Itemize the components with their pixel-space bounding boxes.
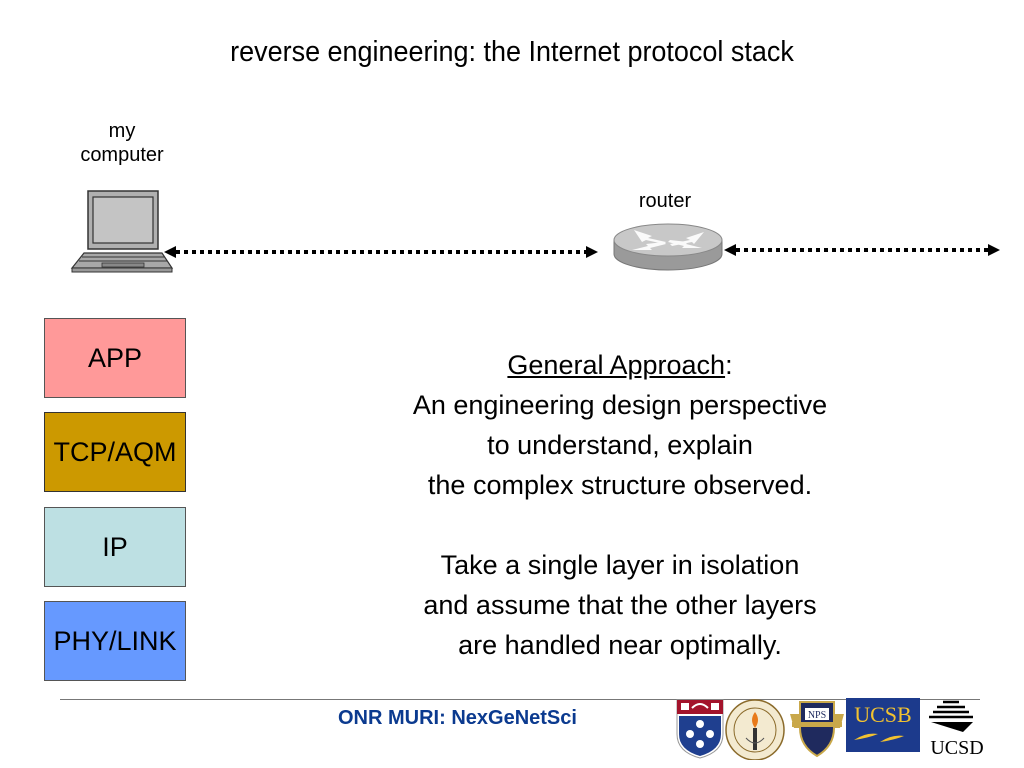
footer-text: ONR MURI: NexGeNetSci <box>338 707 577 729</box>
approach-line: to understand, explain <box>487 430 753 460</box>
computer-label: my computer <box>60 119 184 167</box>
arrowhead-left <box>724 244 736 256</box>
ucsd-logo-text: UCSD <box>930 737 983 759</box>
layer-app-label: APP <box>87 342 143 373</box>
link-router-network <box>724 244 1000 256</box>
layer-app: APP <box>44 318 186 398</box>
penn-logo-icon <box>676 699 724 759</box>
router-icon <box>613 223 723 271</box>
arrowhead-left <box>164 246 176 258</box>
approach-line: Take a single layer in isolation <box>440 550 800 580</box>
arrowhead-right <box>586 246 598 258</box>
footer-divider <box>60 699 980 700</box>
layer-tcp-aqm-label: TCP/AQM <box>53 436 177 467</box>
approach-heading-text: General Approach <box>507 350 726 380</box>
layer-phy-link: PHY/LINK <box>44 601 186 681</box>
nps-logo-text: NPS <box>808 710 826 721</box>
nps-logo-icon: NPS <box>790 701 844 758</box>
layer-phy-link-label: PHY/LINK <box>53 625 177 656</box>
ucsd-logo-icon: UCSD <box>929 700 984 759</box>
laptop-icon <box>70 190 174 273</box>
approach-heading: General Approach: <box>330 345 910 385</box>
router-label: router <box>638 190 692 212</box>
approach-heading-colon: : <box>725 350 733 380</box>
approach-text: General Approach: An engineering design … <box>330 345 910 665</box>
link-computer-router <box>164 246 598 258</box>
arrowhead-right <box>988 244 1000 256</box>
computer-label-line1: my <box>108 120 136 142</box>
slide-title: reverse engineering: the Internet protoc… <box>230 36 794 68</box>
approach-line: and assume that the other layers <box>423 590 817 620</box>
ucsb-logo-text: UCSB <box>854 702 911 727</box>
layer-ip-label: IP <box>102 531 128 562</box>
approach-line: An engineering design perspective <box>412 390 828 420</box>
caltech-logo-icon <box>725 699 785 760</box>
approach-line: are handled near optimally. <box>458 630 782 660</box>
computer-label-line2: computer <box>80 144 164 166</box>
ucsb-logo-icon: UCSB <box>846 698 920 752</box>
layer-ip: IP <box>44 507 186 587</box>
layer-tcp-aqm: TCP/AQM <box>44 412 186 492</box>
approach-line: the complex structure observed. <box>427 470 813 500</box>
